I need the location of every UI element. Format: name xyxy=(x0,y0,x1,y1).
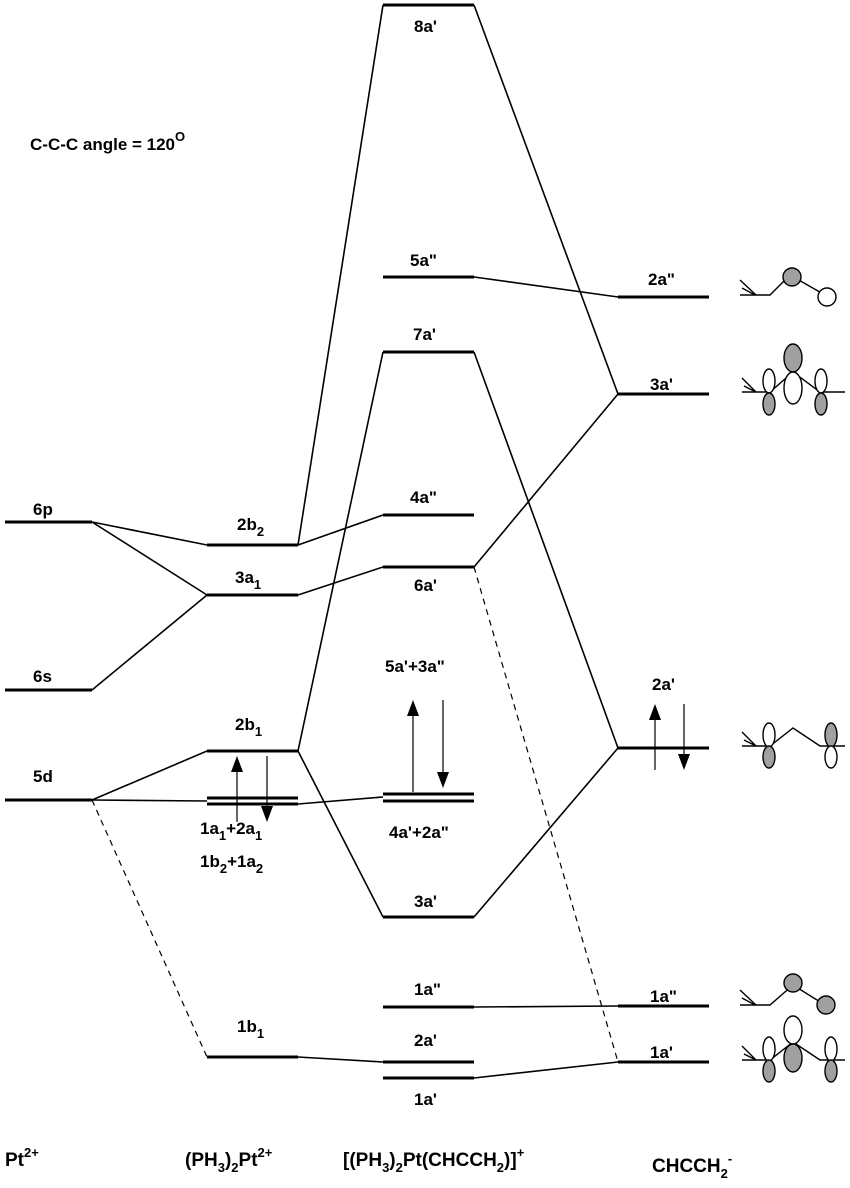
arrowhead-up-ligand xyxy=(649,704,661,720)
orbital-2a1-sketch xyxy=(741,722,845,769)
label-4a2: 4a" xyxy=(410,488,437,507)
corr-3a1-2a1lig xyxy=(473,747,619,918)
arrowhead-down xyxy=(261,806,273,822)
label-2b1: 2b1 xyxy=(235,715,262,739)
arrowhead-down-complex xyxy=(437,772,449,788)
column-pt: Pt2+ xyxy=(5,1145,39,1171)
corr-2b1-3a1 xyxy=(297,750,384,918)
orbital-3a1-sketch xyxy=(741,343,845,416)
label-3a1-ligand: 3a' xyxy=(650,375,673,394)
corr-5d-1b1 xyxy=(91,799,208,1058)
label-5a3a: 5a'+3a" xyxy=(385,657,445,676)
label-6p: 6p xyxy=(33,500,53,519)
label-d-combo-1: 1a1+2a1 xyxy=(200,819,262,843)
label-3a1: 3a1 xyxy=(235,568,261,592)
corr-5a2-2a2lig xyxy=(473,276,619,298)
angle-note: C-C-C angle = 120O xyxy=(30,129,185,154)
corr-5d-d xyxy=(91,799,208,802)
corr-1a1-1a1lig xyxy=(473,1061,619,1079)
orbital-1a2-sketch xyxy=(739,973,836,1015)
orbital-1a1-sketch xyxy=(741,1015,845,1083)
corr-6a1-3a1lig xyxy=(473,393,619,568)
corr-5d-2b1 xyxy=(91,750,208,801)
arrowhead-up xyxy=(231,756,243,772)
arrowhead-up-complex xyxy=(407,700,419,716)
corr-2b2-4a2 xyxy=(297,514,384,546)
corr-3a1-6a1 xyxy=(297,566,384,596)
arrowhead-down-ligand xyxy=(678,754,690,770)
corr-1b1-2a1 xyxy=(297,1056,384,1063)
orbital-2a2-sketch xyxy=(739,267,837,307)
corr-6p-2b2 xyxy=(91,521,208,546)
corr-2b1-7a1 xyxy=(297,351,384,752)
label-2a1-ligand: 2a' xyxy=(652,675,675,694)
label-8a1: 8a' xyxy=(414,17,437,36)
corr-6s-3a1 xyxy=(91,594,208,691)
label-4a2a: 4a'+2a" xyxy=(389,823,449,842)
corr-8a1-3a1lig xyxy=(473,4,619,395)
corr-2b2-8a1 xyxy=(297,4,384,546)
label-2a2-ligand: 2a" xyxy=(648,270,675,289)
corr-d-5a3a xyxy=(297,796,384,805)
corr-1a2-1a2lig xyxy=(473,1005,619,1008)
column-ligand: CHCCH2- xyxy=(652,1151,732,1181)
label-1b1: 1b1 xyxy=(237,1017,264,1041)
corr-7a1-2a1lig xyxy=(473,351,619,749)
label-1a1-ligand: 1a' xyxy=(650,1043,673,1062)
label-1a2-complex: 1a" xyxy=(414,980,441,999)
label-6s: 6s xyxy=(33,667,52,686)
label-7a1: 7a' xyxy=(413,325,436,344)
label-2b2: 2b2 xyxy=(237,515,264,539)
column-complex: [(PH3)2Pt(CHCCH2)]+ xyxy=(343,1145,525,1175)
label-6a1: 6a' xyxy=(414,576,437,595)
label-1a1-complex: 1a' xyxy=(414,1090,437,1109)
column-fragment: (PH3)2Pt2+ xyxy=(185,1145,273,1175)
corr-6a1-1a1lig xyxy=(473,566,619,1063)
label-d-combo-2: 1b2+1a2 xyxy=(200,852,263,876)
label-5d: 5d xyxy=(33,767,53,786)
label-1a2-ligand: 1a" xyxy=(650,987,677,1006)
corr-6p-3a1 xyxy=(91,521,208,596)
label-3a1-complex: 3a' xyxy=(414,892,437,911)
label-5a2: 5a" xyxy=(410,251,437,270)
label-2a1-complex: 2a' xyxy=(414,1031,437,1050)
